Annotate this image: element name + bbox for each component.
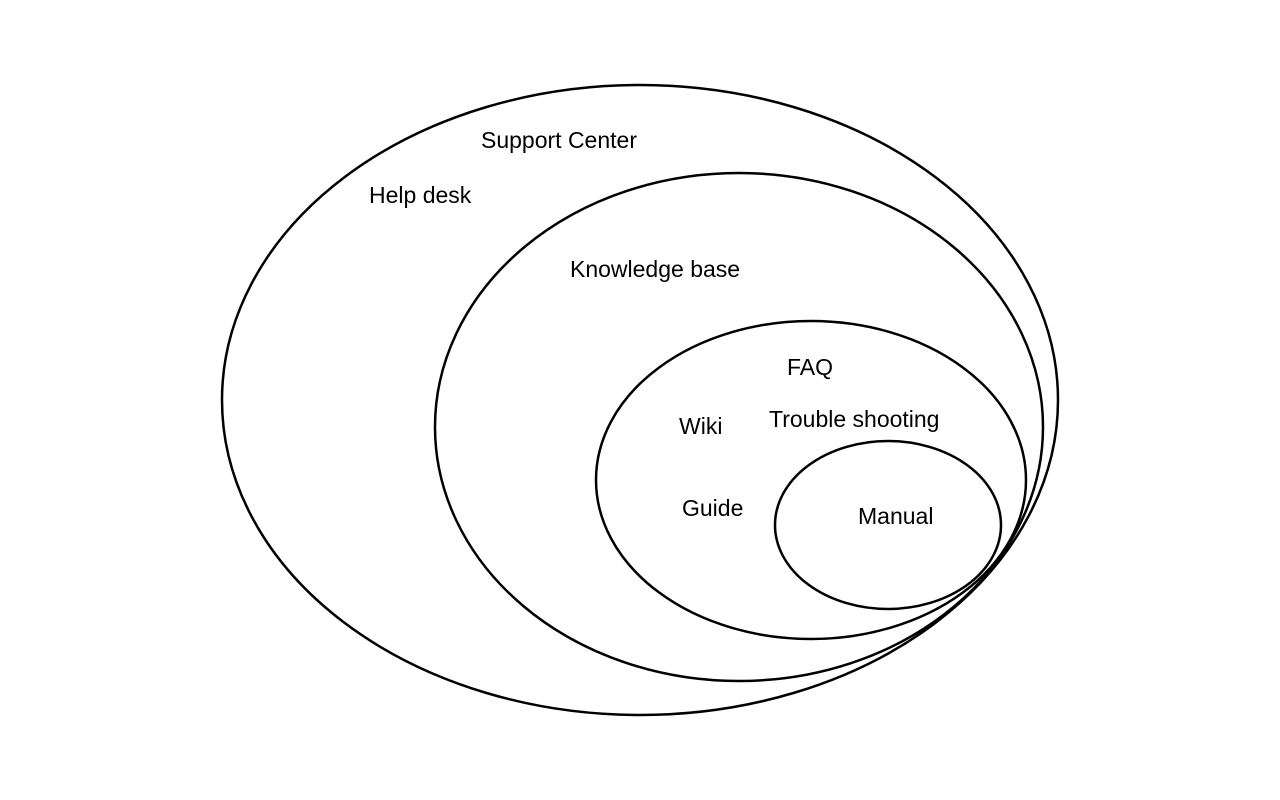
wiki-label: Wiki <box>679 413 722 439</box>
support-center-ellipse <box>220 83 1060 717</box>
knowledge-base-label: Knowledge base <box>570 256 740 282</box>
trouble-shooting-label: Trouble shooting <box>769 406 939 432</box>
knowledge-base-ellipse <box>433 171 1045 683</box>
help-desk-label: Help desk <box>369 182 472 208</box>
faq-label: FAQ <box>787 354 833 380</box>
guide-label: Guide <box>682 495 743 521</box>
support-center-label: Support Center <box>481 127 637 153</box>
manual-label: Manual <box>858 503 933 529</box>
faq-ellipse <box>594 319 1028 641</box>
manual-ellipse <box>773 439 1003 611</box>
